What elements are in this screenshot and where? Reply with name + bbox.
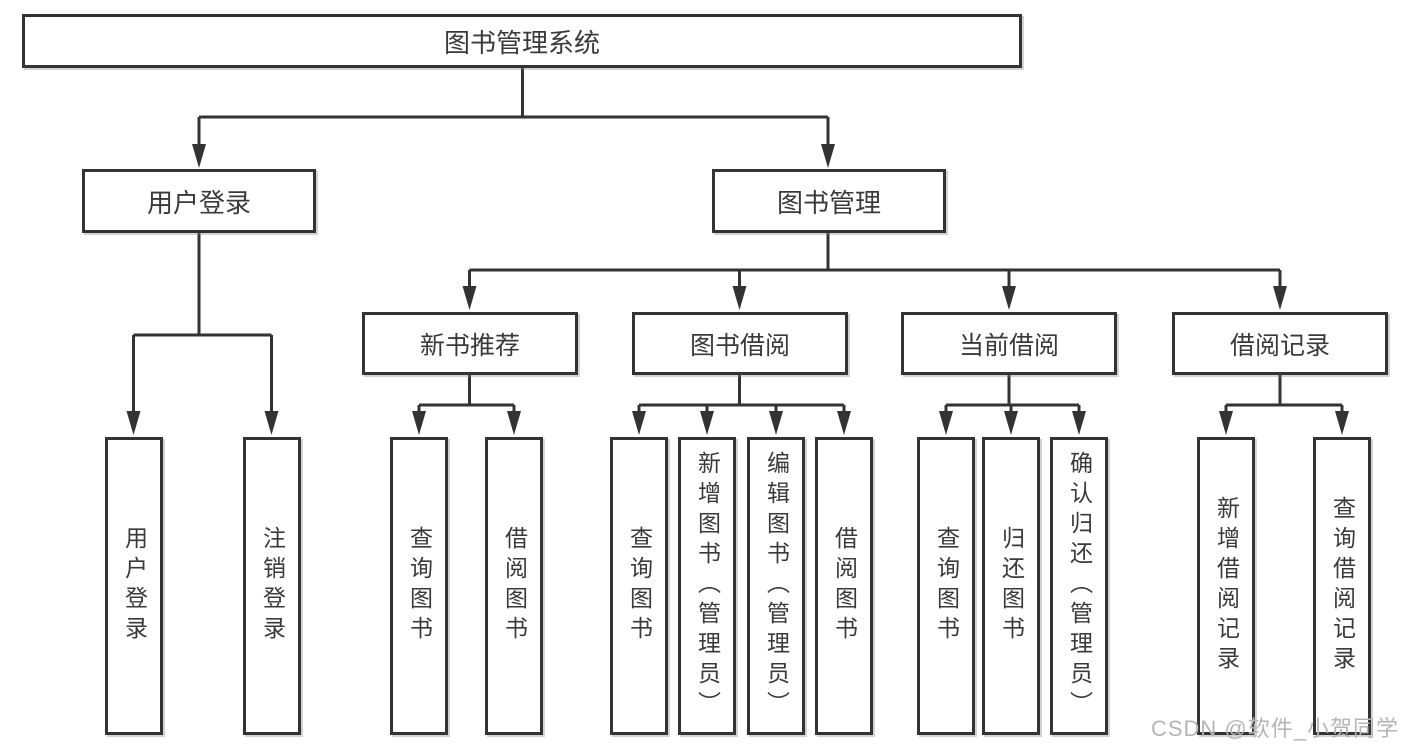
node-borrow-records: 借阅记录 xyxy=(1172,312,1388,375)
connector-recommend-to-leaves xyxy=(412,375,521,435)
node-book-management-label: 图书管理 xyxy=(776,187,881,218)
leaf-edit-books-admin: 编辑图书（管理员） xyxy=(747,437,805,735)
node-user-login: 用户登录 xyxy=(82,169,316,233)
leaf-add-borrow-record-label: 新增借阅记录 xyxy=(1213,496,1240,676)
leaf-query-borrow-record: 查询借阅记录 xyxy=(1313,437,1371,735)
leaf-borrow-books-label: 借阅图书 xyxy=(831,526,858,646)
leaf-query-borrow-record-label: 查询借阅记录 xyxy=(1329,496,1356,676)
leaf-recommend-borrow-books-label: 借阅图书 xyxy=(501,526,528,646)
node-root-label: 图书管理系统 xyxy=(443,27,600,58)
leaf-recommend-borrow-books: 借阅图书 xyxy=(485,437,543,735)
node-current-borrow-label: 当前借阅 xyxy=(958,331,1059,360)
node-borrow-records-label: 借阅记录 xyxy=(1229,331,1330,360)
connector-currentborrow-to-leaves xyxy=(939,375,1086,435)
node-book-borrow-label: 图书借阅 xyxy=(689,331,790,360)
leaf-logout-login: 注销登录 xyxy=(243,437,301,735)
node-user-login-label: 用户登录 xyxy=(146,187,251,218)
node-new-book-recommend-label: 新书推荐 xyxy=(419,331,520,360)
leaf-current-query-books-label: 查询图书 xyxy=(933,526,960,646)
node-root: 图书管理系统 xyxy=(22,14,1022,68)
leaf-edit-books-admin-label: 编辑图书（管理员） xyxy=(763,451,790,721)
node-book-borrow: 图书借阅 xyxy=(632,312,848,375)
leaf-borrow-books: 借阅图书 xyxy=(815,437,873,735)
leaf-confirm-return-admin-label: 确认归还（管理员） xyxy=(1066,451,1093,721)
leaf-user-login-label: 用户登录 xyxy=(121,526,148,646)
leaf-recommend-query-books: 查询图书 xyxy=(390,437,448,735)
leaf-logout-login-label: 注销登录 xyxy=(259,526,286,646)
leaf-add-books-admin: 新增图书（管理员） xyxy=(678,437,736,735)
leaf-current-query-books: 查询图书 xyxy=(917,437,975,735)
leaf-return-books: 归还图书 xyxy=(982,437,1040,735)
leaf-return-books-label: 归还图书 xyxy=(998,526,1025,646)
leaf-borrow-query-books-label: 查询图书 xyxy=(626,526,653,646)
connector-borrowrecords-to-leaves xyxy=(1219,375,1349,435)
node-book-management: 图书管理 xyxy=(712,169,946,233)
leaf-user-login: 用户登录 xyxy=(105,437,163,735)
node-current-borrow: 当前借阅 xyxy=(901,312,1117,375)
leaf-add-borrow-record: 新增借阅记录 xyxy=(1197,437,1255,735)
leaf-recommend-query-books-label: 查询图书 xyxy=(406,526,433,646)
connector-bookmgmt-to-modules xyxy=(462,233,1287,310)
connector-root-to-level2 xyxy=(192,68,835,168)
connector-userlogin-to-leaves xyxy=(126,233,279,435)
leaf-confirm-return-admin: 确认归还（管理员） xyxy=(1050,437,1108,735)
connector-bookborrow-to-leaves xyxy=(632,375,851,435)
csdn-watermark: CSDN @软件_小贺同学 xyxy=(1150,716,1399,741)
leaf-borrow-query-books: 查询图书 xyxy=(610,437,668,735)
leaf-add-books-admin-label: 新增图书（管理员） xyxy=(694,451,721,721)
node-new-book-recommend: 新书推荐 xyxy=(362,312,578,375)
